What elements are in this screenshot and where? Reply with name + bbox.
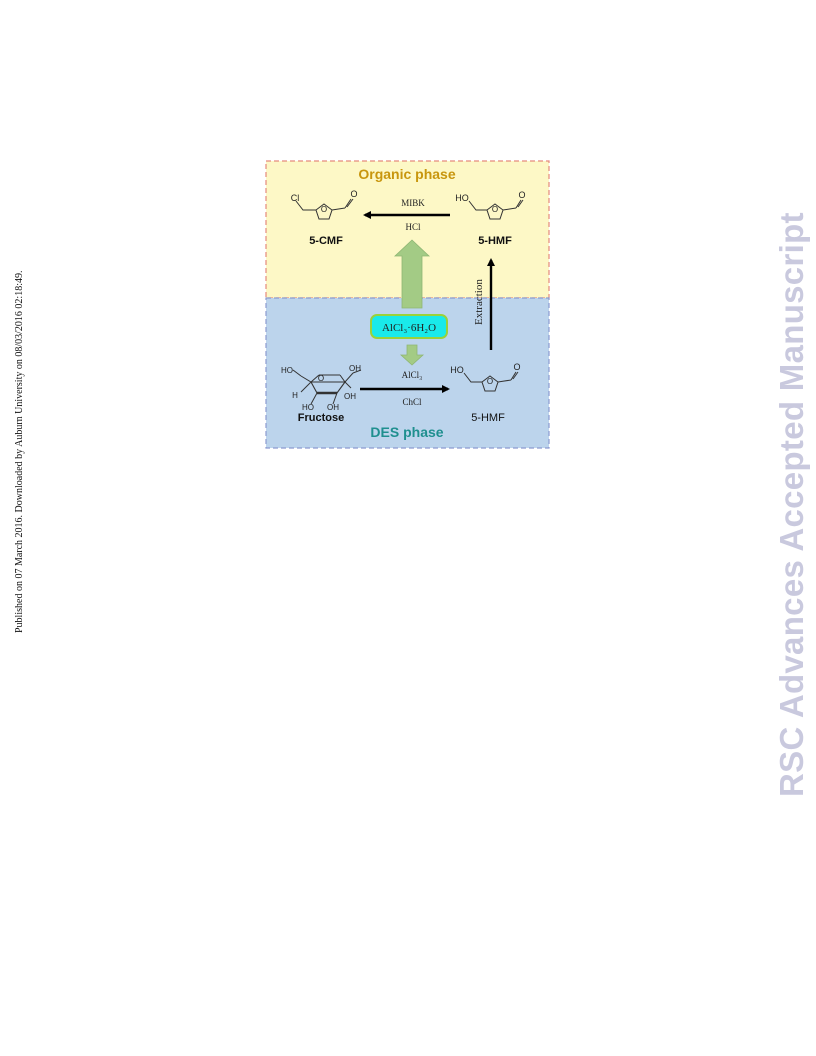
fructose-ring-o-label: O	[318, 374, 324, 383]
hmf-bottom-ring-o-label: O	[487, 377, 493, 386]
catalyst-label: AlCl₃·6H₂O	[382, 322, 436, 334]
top-reagent-hcl: HCl	[405, 222, 421, 232]
hmf-bottom-name: 5-HMF	[471, 412, 505, 424]
extraction-label: Extraction	[473, 279, 485, 325]
fructose-ho-bottom-label: HO	[302, 403, 314, 412]
hmf-top-name: 5-HMF	[478, 235, 512, 247]
fructose-molecule	[292, 369, 362, 405]
hmf-top-ho-label: HO	[455, 193, 469, 203]
cmf-aldehyde-o-label: O	[350, 189, 357, 199]
cmf-name: 5-CMF	[309, 235, 343, 247]
fructose-ho-top-label: HO	[281, 366, 293, 375]
fructose-oh-top-label: OH	[349, 364, 361, 373]
reaction-scheme-figure: Organic phase DES phase Cl O O 5-CMF HO …	[265, 160, 550, 450]
des-phase-title: DES phase	[370, 424, 443, 440]
hmf-bottom-ho-label: HO	[450, 365, 464, 375]
top-reagent-mibk: MIBK	[401, 198, 425, 208]
cmf-ring-o-label: O	[321, 205, 327, 214]
fructose-oh-right-label: OH	[344, 392, 356, 401]
green-down-arrow	[399, 344, 425, 366]
download-note: Published on 07 March 2016. Downloaded b…	[14, 270, 25, 633]
catalyst-box	[370, 314, 448, 339]
hmf-top-ring-o-label: O	[492, 205, 498, 214]
cmf-cl-label: Cl	[291, 193, 300, 203]
fructose-name: Fructose	[298, 412, 344, 424]
bottom-reagent-alcl3: AlCl₃	[402, 370, 423, 380]
organic-phase-title: Organic phase	[358, 166, 455, 182]
hmf-bottom-molecule	[463, 371, 519, 392]
journal-watermark: RSC Advances Accepted Manuscript	[773, 212, 810, 797]
cmf-molecule	[295, 198, 354, 220]
hmf-top-molecule	[468, 199, 524, 220]
hmf-top-aldehyde-o-label: O	[518, 190, 525, 200]
fructose-oh-bottom-label: OH	[327, 403, 339, 412]
fructose-h-label: H	[292, 391, 298, 400]
green-up-arrow	[393, 239, 431, 309]
hmf-bottom-aldehyde-o-label: O	[513, 362, 520, 372]
bottom-reagent-chcl: ChCl	[402, 397, 422, 407]
